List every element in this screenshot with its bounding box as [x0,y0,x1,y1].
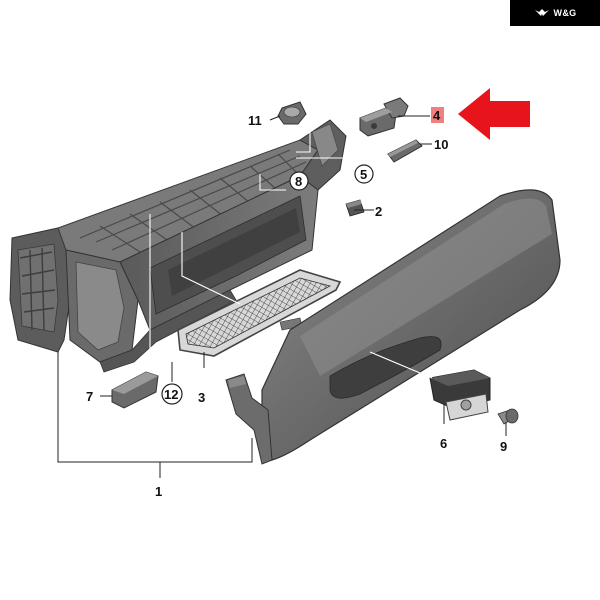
callout-9: 9 [500,439,507,454]
callout-12: 12 [164,387,178,402]
callout-1: 1 [155,484,162,499]
red-arrow-icon [458,88,530,140]
brand-badge: W&G [510,0,600,26]
glove-box-lid [225,189,561,465]
leader-lines [57,104,507,478]
damper-block [111,371,159,409]
grommet [277,101,307,125]
callout-5: 5 [360,167,367,182]
callout-5-circle [354,164,374,184]
callout-3: 3 [198,390,205,405]
rod [387,139,423,163]
highlight-box [431,107,444,123]
callout-8: 8 [295,174,302,189]
switch-actuator [359,97,409,137]
screw [497,408,519,425]
callout-2: 2 [375,204,382,219]
clip [345,199,365,217]
callout-labels: 1 2 3 4 5 6 7 8 9 10 11 12 [86,107,507,499]
callout-12-circle [161,383,183,405]
wings-logo-icon [534,9,549,16]
brand-text: W&G [553,8,577,18]
callout-4: 4 [433,108,441,123]
callout-8-circle [289,171,309,191]
callout-10: 10 [434,137,448,152]
latch-lock [429,369,491,421]
callout-11: 11 [248,113,262,128]
callout-6: 6 [440,436,447,451]
callout-7: 7 [86,389,93,404]
